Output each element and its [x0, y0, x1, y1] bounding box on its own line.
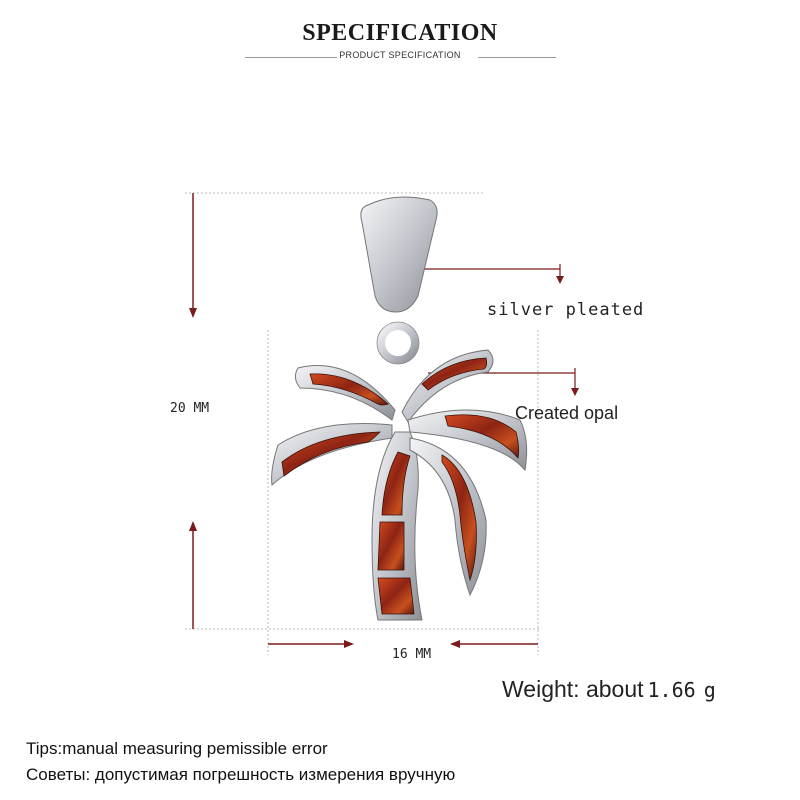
- dotted-guides: [185, 192, 540, 655]
- callout-silver: [410, 264, 564, 284]
- opal-frond-right: [441, 454, 477, 582]
- palm-tree-pendant: [271, 196, 528, 621]
- jump-ring: [377, 322, 419, 364]
- subtitle-divider-right: [478, 57, 556, 58]
- width-arrowhead-right: [450, 640, 460, 648]
- weight-value: 1.66: [647, 678, 696, 702]
- weight-prefix: Weight: about: [502, 676, 644, 702]
- opal-trunk-bottom: [377, 577, 415, 615]
- page-subtitle: PRODUCT SPECIFICATION: [339, 50, 461, 60]
- opal-top-left: [309, 373, 389, 406]
- width-label: 16 MM: [392, 647, 432, 662]
- pendant-bail: [360, 196, 438, 313]
- width-arrowhead-left: [344, 640, 354, 648]
- height-dimension: [189, 193, 197, 629]
- opal-top-right: [421, 357, 488, 391]
- opal-trunk-middle: [377, 521, 405, 571]
- height-label: 20 MM: [170, 401, 210, 416]
- silver-leader-arrow: [556, 276, 564, 284]
- jump-ring-outline: [376, 321, 420, 365]
- width-dimension: [268, 640, 538, 648]
- subtitle-row: PRODUCT SPECIFICATION: [0, 50, 800, 66]
- page-title: SPECIFICATION: [302, 20, 498, 46]
- opal-leader-arrow: [571, 388, 579, 396]
- created-opal-label: Created opal: [515, 403, 619, 423]
- opal-left: [281, 431, 381, 477]
- height-arrowhead-bottom: [189, 521, 197, 531]
- opal-right: [444, 414, 520, 459]
- silver-pleated-label: silver pleated: [487, 300, 645, 320]
- tips-english: Tips:manual measuring pemissible error: [26, 739, 328, 758]
- height-arrowhead-top: [189, 308, 197, 318]
- weight-unit: g: [703, 678, 716, 702]
- opal-trunk-top: [381, 451, 411, 516]
- tips-russian: Советы: допустимая погрешность измерения…: [26, 765, 456, 784]
- subtitle-divider-left: [245, 57, 337, 58]
